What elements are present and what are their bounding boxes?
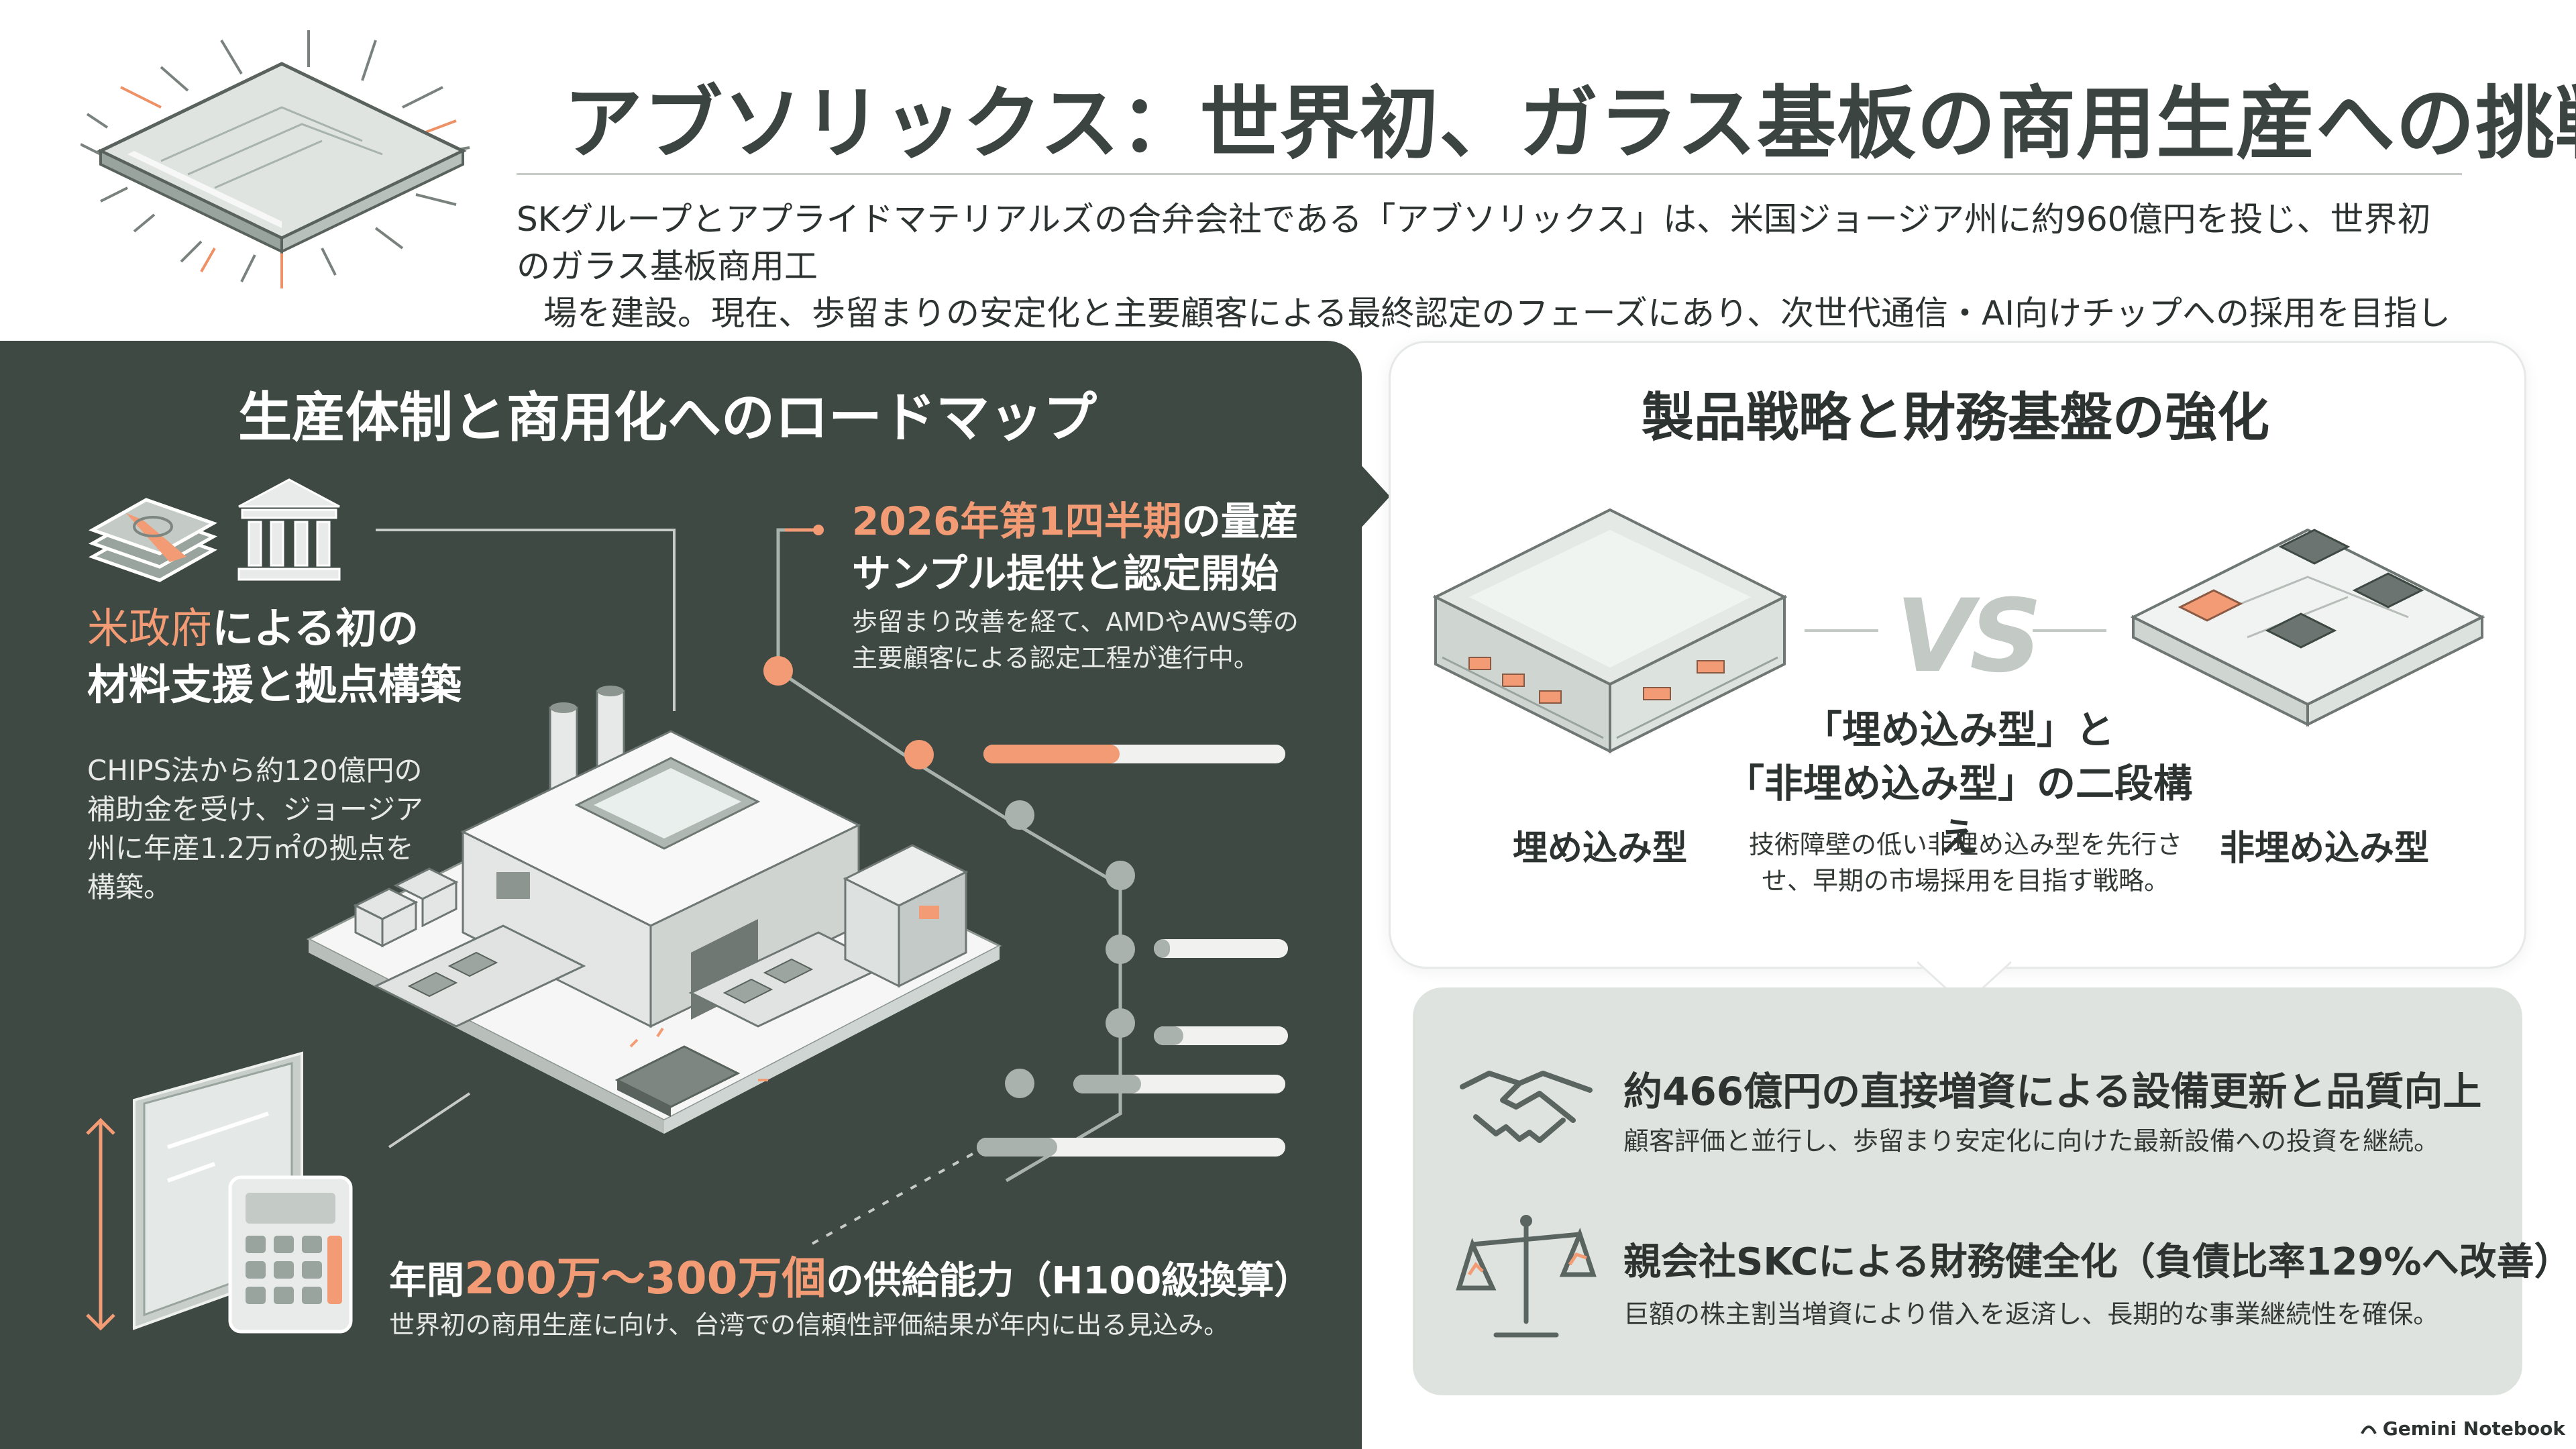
supply-head-post: の供給能力（H100級換算） — [826, 1259, 1312, 1303]
sample-head-text: の量産 — [1181, 498, 1299, 544]
progress-fill — [1154, 939, 1170, 958]
sample-head-line2: サンプル提供と認定開始 — [852, 551, 1279, 596]
two-stage-body: 技術障壁の低い非埋め込み型を先行させ、早期の市場採用を目指す戦略。 — [1748, 830, 2182, 896]
sample-heading: 2026年第1四半期の量産 サンプル提供と認定開始 — [852, 495, 1362, 600]
vs-divider-lines — [1805, 629, 2106, 632]
gov-head-text: による初の — [212, 604, 419, 653]
sample-head-highlight: 2026年第1四半期 — [852, 498, 1182, 544]
roadmap-title: 生産体制と商用化へのロードマップ — [238, 386, 1097, 449]
brand-mark: Gemini Notebook — [2360, 1417, 2565, 1440]
gov-support-body: CHIPS法から約120億円の補助金を受け、ジョージア州に年産1.2万㎡の拠点を… — [87, 754, 424, 904]
supply-head-pre: 年間 — [389, 1259, 464, 1303]
two-stage-line1: 「埋め込み型」と — [1803, 707, 2114, 753]
progress-fill — [977, 1138, 1057, 1157]
handshake-icon — [1460, 1071, 1593, 1143]
calculator-icon — [228, 1175, 353, 1334]
glass-substrate-icon — [80, 30, 470, 288]
page-title: アブソリックス：世界初、ガラス基板の商用生産への挑戦 — [564, 77, 2576, 170]
gov-head-highlight: 米政府 — [87, 604, 213, 653]
intro-line-1: SKグループとアプライドマテリアルズの合弁会社である「アブソリックス」は、米国ジ… — [517, 200, 2431, 286]
progress-fill — [983, 745, 1120, 763]
progress-fill — [1073, 1075, 1142, 1093]
progress-bar — [1154, 1026, 1288, 1045]
non-embedded-chip-icon — [2130, 528, 2485, 727]
supply-head-highlight: 200万～300万個 — [464, 1252, 826, 1304]
supply-body: 世界初の商用生産に向け、台湾での信頼性評価結果が年内に出る見込み。 — [389, 1310, 1230, 1340]
panel-pointer — [1359, 463, 1390, 530]
gov-support-heading: 米政府による初の 材料支援と拠点構築 — [87, 600, 557, 713]
intro-text: SKグループとアプライドマテリアルズの合弁会社である「アブソリックス」は、米国ジ… — [517, 196, 2462, 384]
finance-item2-body: 巨額の株主割当増資により借入を返済し、長期的な事業継続性を確保。 — [1623, 1299, 2439, 1329]
finance-item1-body: 顧客評価と並行し、歩留まり安定化に向けた最新設備への投資を継続。 — [1623, 1126, 2440, 1156]
supply-heading: 年間200万～300万個の供給能力（H100級換算） — [389, 1242, 1355, 1307]
gemini-logo-icon — [2360, 1425, 2377, 1434]
bank-icon — [237, 478, 341, 581]
sample-body: 歩留まり改善を経て、AMDやAWS等の主要顧客による認定工程が進行中。 — [852, 607, 1299, 673]
label-embedded: 埋め込み型 — [1512, 828, 1687, 869]
progress-bar — [977, 1138, 1285, 1157]
embedded-chip-icon — [1432, 508, 1788, 754]
balance-scale-icon — [1456, 1215, 1597, 1338]
progress-bar — [983, 745, 1285, 763]
title-divider — [517, 173, 2462, 175]
gov-head-line2: 材料支援と拠点構築 — [87, 660, 462, 709]
vs-label: VS — [1896, 578, 2042, 695]
two-stage-line2: 「非埋め込み型」の二段構え — [1725, 761, 2192, 860]
progress-bar — [1073, 1075, 1285, 1093]
finance-item2-heading: 親会社SKCによる財務健全化（負債比率129%へ改善） — [1623, 1240, 2572, 1284]
finance-item1-heading: 約466億円の直接増資による設備更新と品質向上 — [1623, 1069, 2482, 1114]
finance-panel — [1413, 987, 2522, 1395]
brand-name: Gemini Notebook — [2382, 1417, 2565, 1440]
progress-bar — [1154, 939, 1288, 958]
factory-icon — [306, 686, 1002, 1134]
two-stage-heading: 「埋め込み型」と 「非埋め込み型」の二段構え — [1717, 703, 2200, 864]
progress-fill — [1154, 1026, 1183, 1045]
strategy-title: 製品戦略と財務基盤の強化 — [1641, 388, 2269, 448]
money-icon — [88, 498, 218, 582]
label-non-embedded: 非埋め込み型 — [2219, 828, 2429, 869]
